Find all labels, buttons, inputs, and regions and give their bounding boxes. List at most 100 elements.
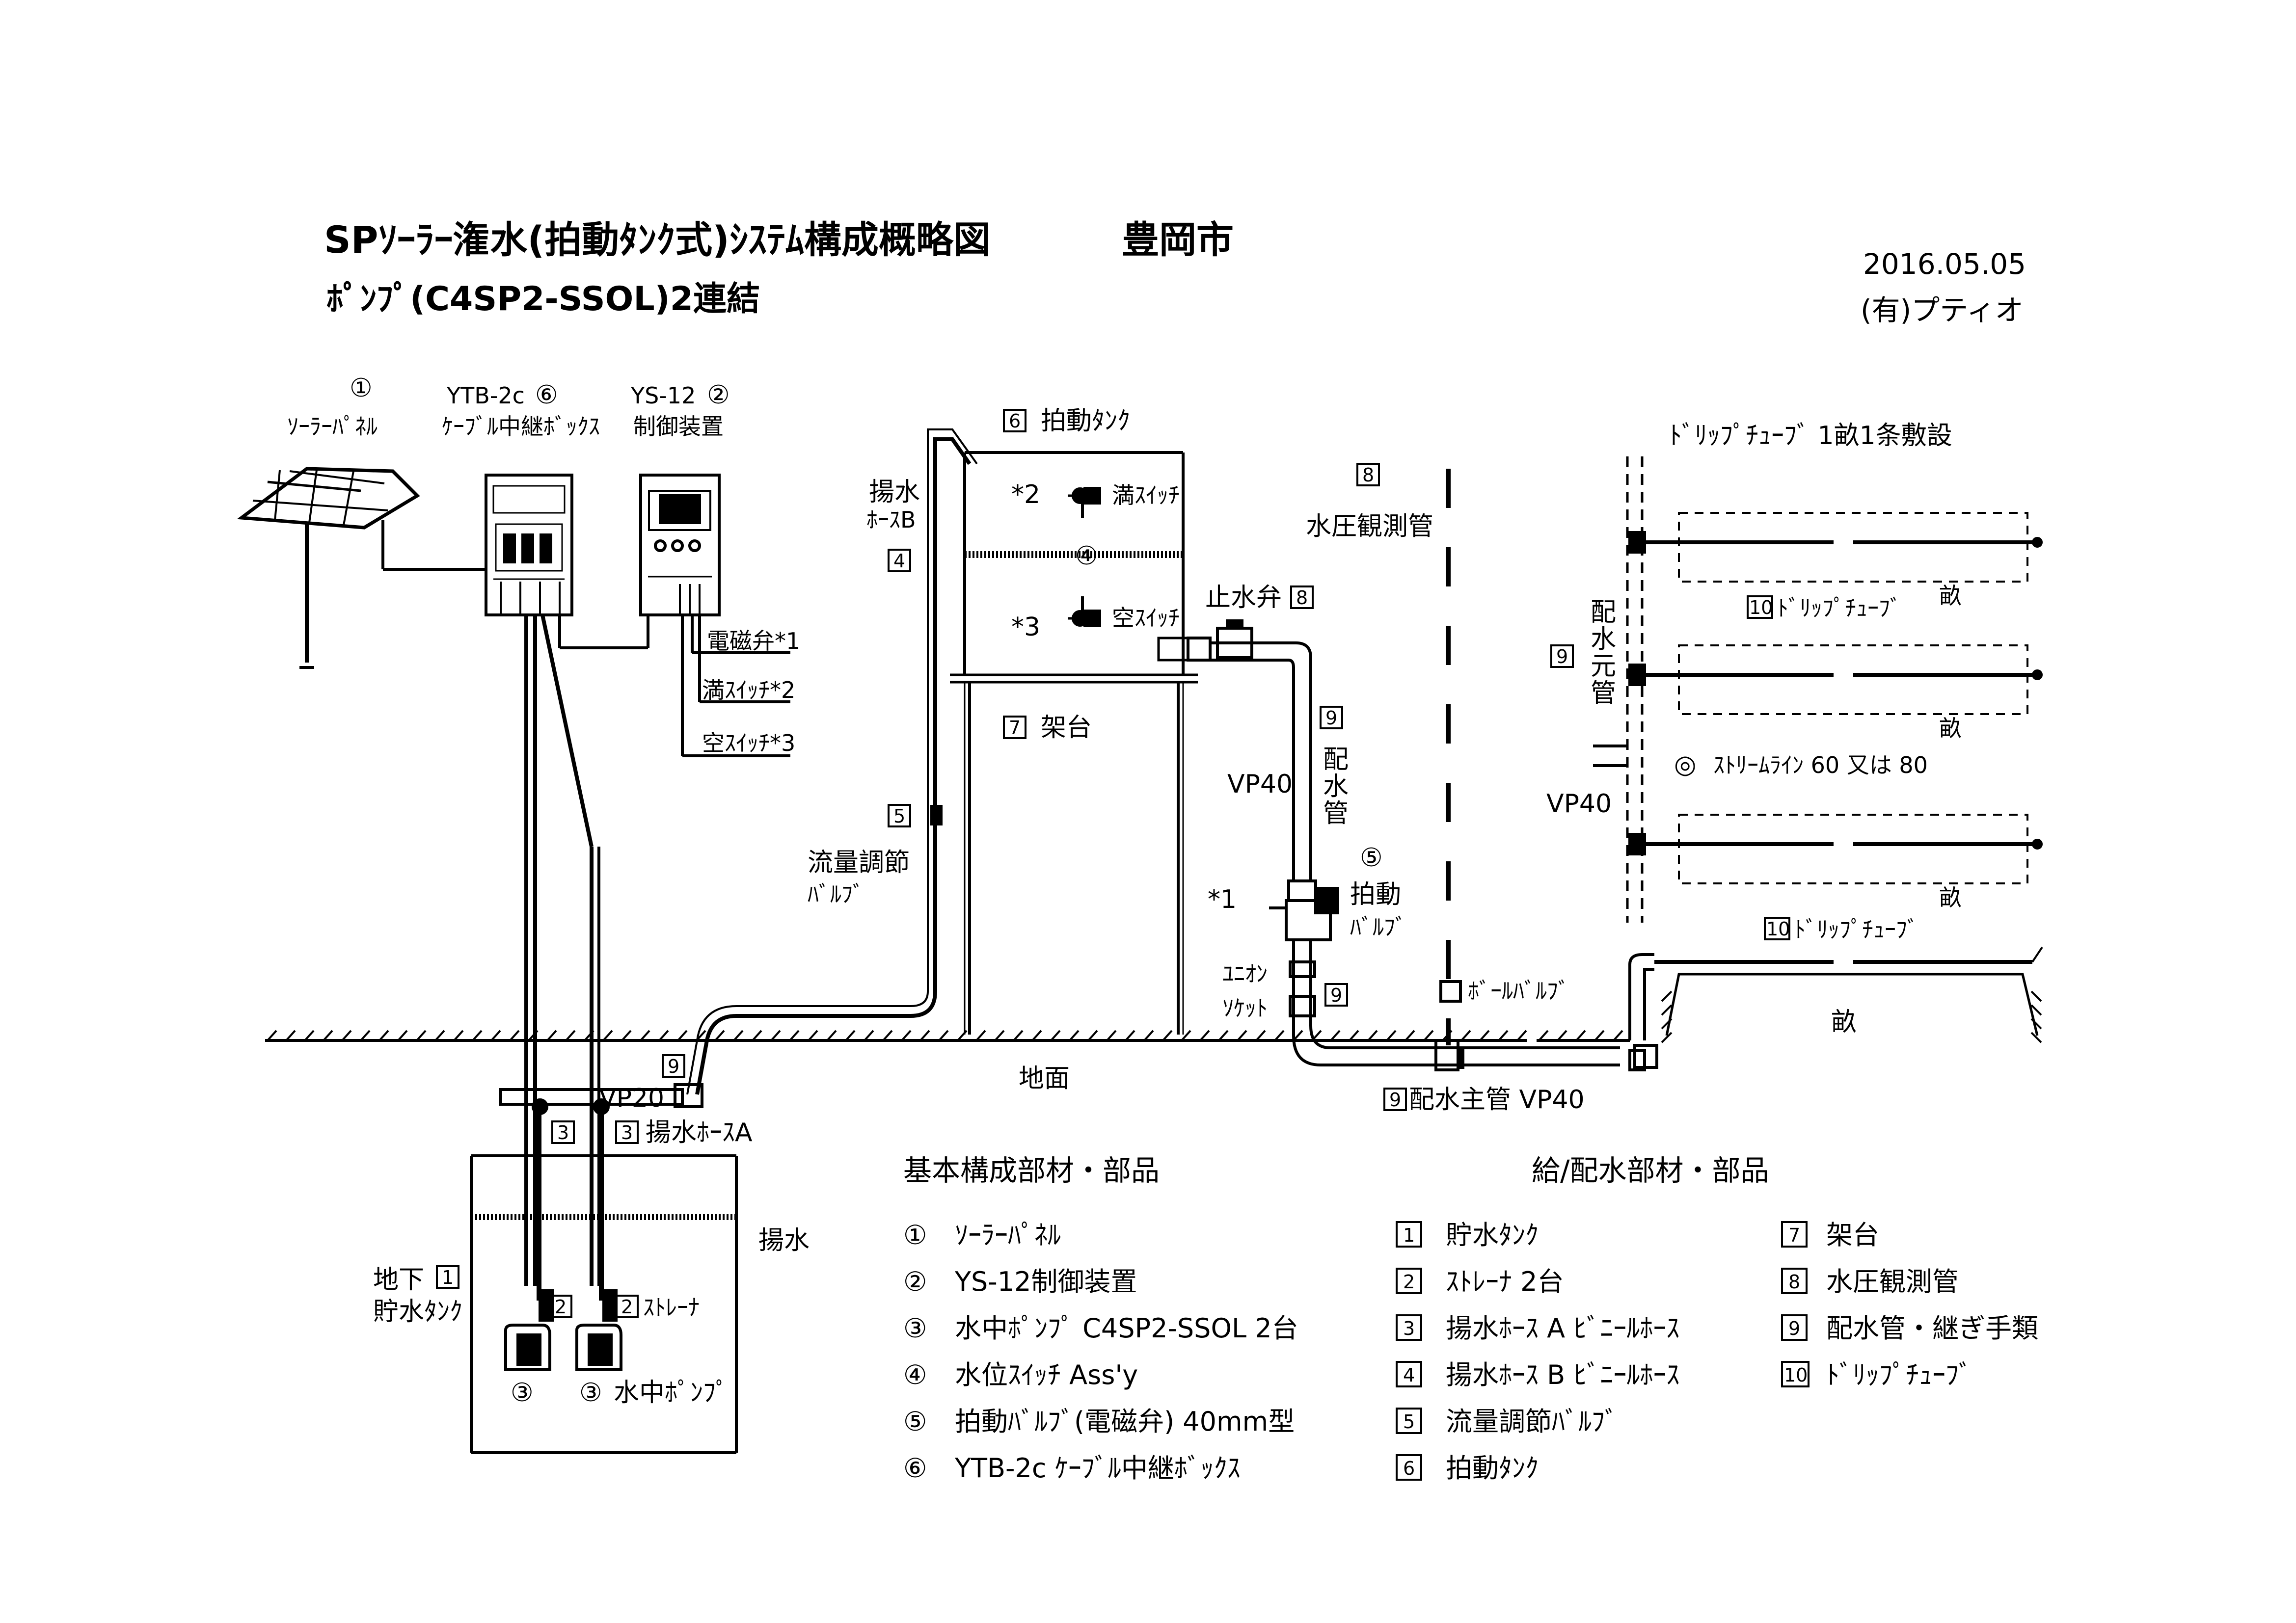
label-circle4: ④ [1075, 541, 1098, 571]
label-streamline: ｽﾄﾘｰﾑﾗｲﾝ 60 又は 80 [1713, 752, 1928, 778]
label-solenoid-out: 電磁弁*1 [707, 628, 800, 654]
label-solar-panel: ｿｰﾗｰﾊﾟﾈﾙ [287, 413, 378, 440]
legend-supply-no-4: 4 [1403, 1364, 1415, 1386]
stand-legs [964, 682, 1184, 1035]
label-full-switch-out: 満ｽｲｯﾁ*2 [702, 677, 795, 703]
label-pulse-valve-2: ﾊﾞﾙﾌﾞ [1350, 914, 1406, 940]
label-vp40b: VP40 [1546, 789, 1612, 819]
legend-basic-heading: 基本構成部材・部品 [903, 1154, 1160, 1187]
label-ridge2: 畝 [1939, 715, 1962, 742]
label-tank-1: 地下 [373, 1265, 424, 1295]
legend-basic-no-6: ⑥ [903, 1453, 927, 1484]
label-drip-tube-b: ﾄﾞﾘｯﾌﾟﾁｭｰﾌﾞ [1794, 916, 1918, 943]
legend-basic-text-3: 水中ﾎﾟﾝﾌﾟ C4SP2-SSOL 2台 [955, 1313, 1298, 1344]
label-no2b: 2 [621, 1296, 633, 1318]
legend-supply-no-3: 3 [1403, 1318, 1415, 1339]
solar-panel [237, 467, 486, 669]
drip-field [1593, 456, 2043, 1069]
label-ridge3: 畝 [1939, 884, 1962, 911]
label-ground: 地面 [1019, 1064, 1070, 1093]
label-no3a: 3 [557, 1122, 569, 1144]
label-no4: 4 [893, 550, 905, 572]
legend-supply-no-9: 9 [1788, 1318, 1800, 1339]
label-ridge1: 畝 [1939, 583, 1962, 609]
legend-supply-text-3: 揚水ﾎｰｽ A ﾋﾞﾆｰﾙﾎｰｽ [1446, 1313, 1679, 1344]
city-name: 豊岡市 [1122, 218, 1234, 262]
label-no8b: 8 [1362, 464, 1374, 486]
label-dist-main-v3: 元 [1591, 652, 1616, 681]
label-vp20: VP20 [599, 1084, 664, 1113]
label-pulse-tank: 拍動ﾀﾝｸ [1041, 406, 1130, 436]
label-no9a: 9 [1325, 707, 1337, 729]
label-star2: *2 [1011, 480, 1040, 509]
label-no10b: 10 [1766, 918, 1790, 940]
label-dist-main-v4: 管 [1591, 679, 1616, 708]
distribution-pipe [1187, 469, 1646, 1071]
label-ridge4: 畝 [1831, 1008, 1857, 1037]
label-circle5: ⑤ [1360, 843, 1383, 873]
label-no10a: 10 [1749, 597, 1773, 618]
label-vp40a: VP40 [1227, 770, 1293, 799]
label-drip-tube-a: ﾄﾞﾘｯﾌﾟﾁｭｰﾌﾞ [1777, 595, 1901, 621]
label-sub-pump: 水中ﾎﾟﾝﾌﾟ [614, 1378, 729, 1408]
label-ball-valve: ﾎﾞｰﾙﾊﾞﾙﾌﾞ [1468, 978, 1569, 1004]
label-circle3b: ③ [579, 1378, 602, 1408]
legend-basic-no-5: ⑤ [903, 1406, 927, 1437]
legend-basic: 基本構成部材・部品 ① ｿｰﾗｰﾊﾟﾈﾙ ② YS-12制御装置 ③ 水中ﾎﾟﾝ… [903, 1154, 1298, 1484]
legend-supply-text-8: 水圧観測管 [1826, 1266, 1959, 1297]
legend-supply-no-5: 5 [1403, 1411, 1415, 1433]
label-pulse-valve-1: 拍動 [1350, 880, 1401, 909]
label-pump-hose-a: 揚水ﾎｰｽA [646, 1118, 753, 1147]
label-star1: *1 [1208, 885, 1237, 914]
diagram-title: SPｿｰﾗｰ潅水(拍動ﾀﾝｸ式)ｼｽﾃﾑ構成概略図 [324, 218, 991, 262]
pulse-tank [950, 451, 1198, 684]
label-no9c: 9 [668, 1056, 679, 1077]
legend-supply-text-1: 貯水ﾀﾝｸ [1446, 1220, 1539, 1251]
legend-supply-text-2: ｽﾄﾚｰﾅ 2台 [1446, 1266, 1564, 1297]
legend-supply-text-9: 配水管・継ぎ手類 [1826, 1313, 2038, 1344]
legend-supply: 給/配水部材・部品 1 貯水ﾀﾝｸ 2 ｽﾄﾚｰﾅ 2台 3 揚水ﾎｰｽ A ﾋ… [1396, 1154, 2038, 1484]
legend-basic-no-2: ② [903, 1266, 927, 1297]
label-main-pipe: 配水主管 VP40 [1409, 1085, 1585, 1115]
label-dist-main-v2: 水 [1591, 625, 1616, 654]
legend-supply-no-8: 8 [1788, 1271, 1800, 1293]
label-no9b: 9 [1330, 984, 1342, 1006]
ground-hatch [267, 1030, 1623, 1041]
label-flow-valve-2: ﾊﾞﾙﾌﾞ [808, 881, 864, 907]
label-no6: 6 [1009, 410, 1021, 432]
label-pump-hose-b-1: 揚水 [869, 478, 920, 507]
flow-control-valve [930, 805, 943, 825]
legend-basic-text-6: YTB-2c ｹｰﾌﾞﾙ中継ﾎﾞｯｸｽ [954, 1453, 1241, 1484]
label-dist-pipe-v1: 配 [1323, 745, 1349, 774]
legend-basic-text-2: YS-12制御装置 [954, 1266, 1137, 1297]
label-no9e: 9 [1556, 646, 1568, 667]
label-stand: 架台 [1041, 713, 1092, 743]
label-circle6: ⑥ [535, 380, 558, 410]
diagram-subtitle: ﾎﾟﾝﾌﾟ(C4SP2-SSOL)2連結 [326, 280, 760, 319]
field-hatch [1661, 990, 2042, 1043]
label-dist-pipe-v2: 水 [1323, 772, 1349, 801]
label-circle1: ① [350, 373, 373, 403]
label-tank-2: 貯水ﾀﾝｸ [373, 1297, 462, 1327]
legend-supply-heading: 給/配水部材・部品 [1532, 1154, 1769, 1187]
legend-supply-no-1: 1 [1403, 1224, 1415, 1246]
legend-basic-no-3: ③ [903, 1313, 927, 1344]
legend-supply-no-7: 7 [1788, 1224, 1800, 1246]
legend-basic-no-4: ④ [903, 1359, 927, 1390]
underground-tank [470, 1083, 738, 1454]
legend-supply-no-6: 6 [1403, 1458, 1415, 1479]
label-empty-switch: 空ｽｲｯﾁ [1112, 605, 1180, 631]
label-strainer: ｽﾄﾚｰﾅ [643, 1294, 700, 1321]
label-pumping: 揚水 [758, 1226, 810, 1255]
legend-supply-no-2: 2 [1403, 1271, 1415, 1293]
label-no5: 5 [893, 805, 905, 827]
legend-basic-text-1: ｿｰﾗｰﾊﾟﾈﾙ [955, 1220, 1061, 1251]
label-circle2: ② [707, 380, 730, 410]
cable-relay-box [485, 474, 649, 1286]
label-ytb-model: YTB-2c [446, 382, 525, 409]
controller-box [639, 474, 790, 757]
label-drip-title: ﾄﾞﾘｯﾌﾟﾁｭｰﾌﾞ 1畝1条敷設 [1669, 421, 1952, 451]
streamline-mark-icon: ◎ [1674, 750, 1696, 779]
label-empty-switch-out: 空ｽｲｯﾁ*3 [702, 730, 795, 756]
